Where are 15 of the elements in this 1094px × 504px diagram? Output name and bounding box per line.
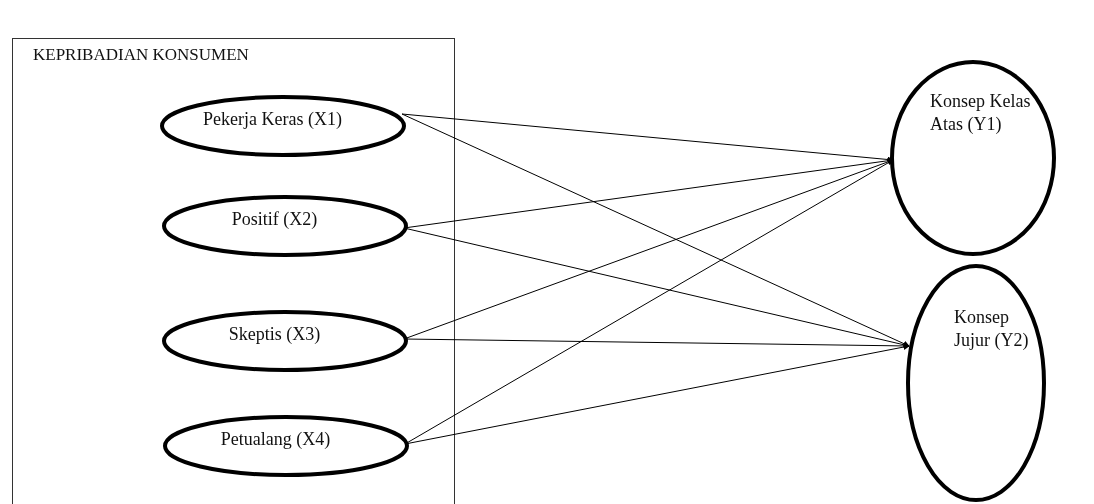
group-title: KEPRIBADIAN KONSUMEN: [33, 45, 249, 65]
variable-label: Petualang (X4): [220, 428, 331, 451]
variable-circle: [906, 264, 1046, 502]
variable-label: Konsep Kelas Atas (Y1): [930, 90, 1032, 135]
arrow: [401, 113, 910, 347]
variable-ellipse: [162, 414, 409, 477]
variable-circle: [890, 60, 1056, 256]
variable-ellipse: [159, 94, 406, 157]
variable-label: Positif (X2): [231, 208, 318, 231]
variable-ellipse: [161, 194, 408, 257]
variable-label: Pekerja Keras (X1): [203, 108, 342, 131]
group-frame: [12, 38, 455, 504]
variable-label: Skeptis (X3): [228, 323, 321, 346]
variable-label: Konsep Jujur (Y2): [954, 306, 1030, 351]
variable-ellipse: [161, 309, 408, 372]
